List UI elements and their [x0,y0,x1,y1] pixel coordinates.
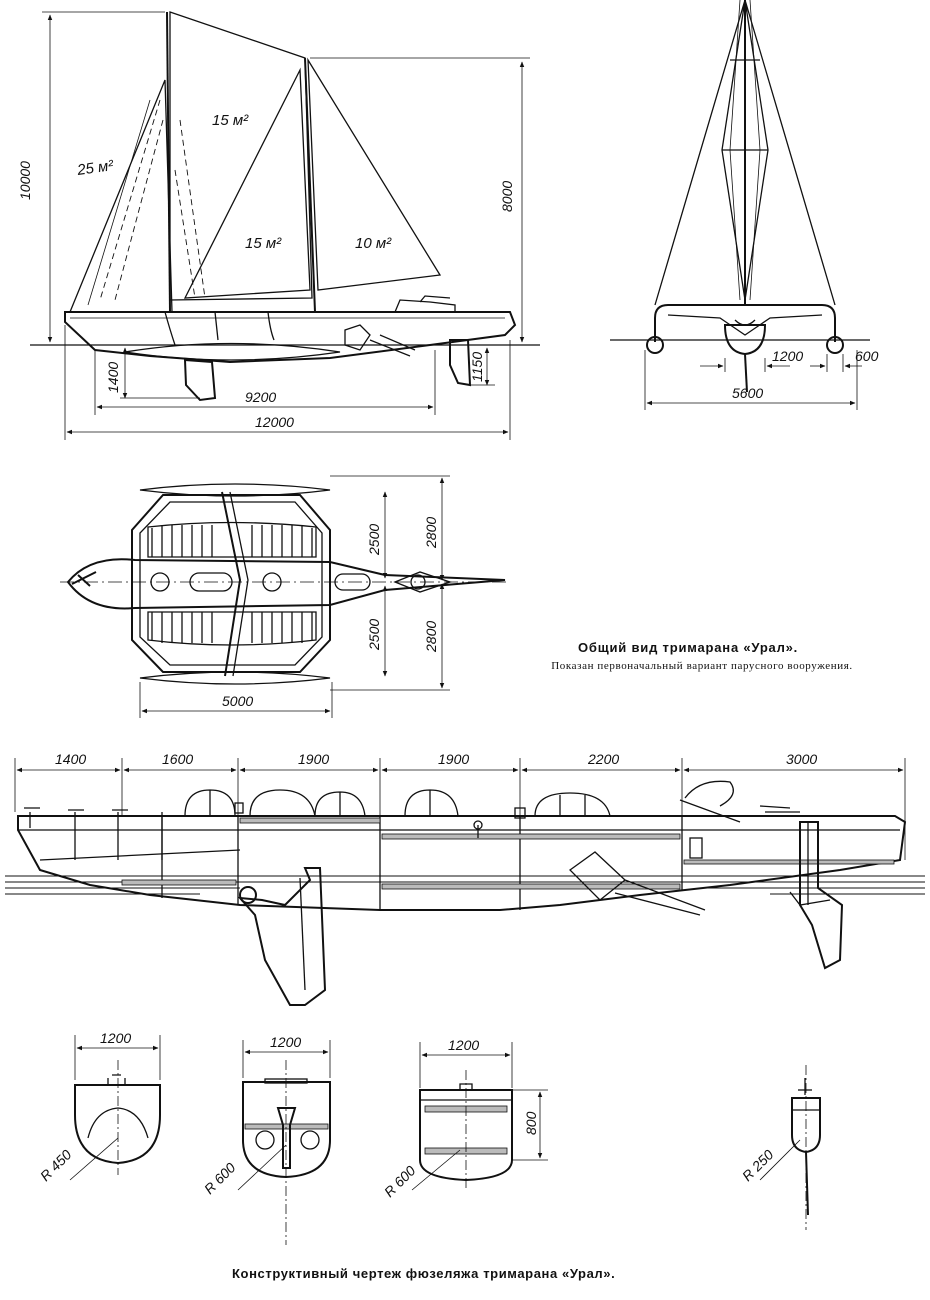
fuselage-drawing-caption: Конструктивный чертеж фюзеляжа тримарана… [232,1266,616,1281]
section-4: R 250 [739,1065,821,1230]
dim-float-length: 5000 [222,693,253,709]
dim-segment-4: 1900 [438,751,469,767]
dim-segment-6: 3000 [786,751,817,767]
section-4-radius: R 250 [739,1146,777,1184]
section-2-radius: R 600 [201,1159,239,1197]
side-view: 15 м² 25 м² 15 м² 10 м² 10000 8000 1400 … [17,11,540,440]
section-2: 1200 R 600 [201,1034,331,1245]
dim-segment-5: 2200 [587,751,619,767]
section-1: 1200 R 450 [37,1030,161,1184]
plan-view: 2500 2500 2800 2800 5000 [60,475,510,718]
fuselage-drawing: 1400 1600 1900 1900 2200 3000 [5,751,925,1006]
dim-float-width: 600 [855,348,879,364]
dim-segment-3: 1900 [298,751,329,767]
general-view-note: Показан первоначальный вариант парусного… [551,660,853,672]
dim-mast-height: 10000 [17,161,33,200]
dim-overall-beam: 5600 [732,385,763,401]
section-2-width: 1200 [270,1034,301,1050]
dim-segment-2: 1600 [162,751,193,767]
sail-area-label-mid: 15 м² [245,235,282,252]
sail-area-label-right: 10 м² [355,235,392,252]
sail-area-label-left: 25 м² [75,157,115,179]
dim-overall-length: 12000 [255,414,294,430]
dim-waterline-length: 9200 [245,389,276,405]
section-1-width: 1200 [100,1030,131,1046]
section-3-radius: R 600 [381,1162,419,1200]
section-3-height: 800 [523,1111,539,1135]
dim-segment-1: 1400 [55,751,86,767]
dim-half-beam-upper-outer: 2800 [423,517,439,549]
general-view-caption: Общий вид тримарана «Урал». [578,640,799,655]
section-1-radius: R 450 [37,1146,75,1184]
sail-area-label-top: 15 м² [212,112,249,129]
front-view: 1200 600 5600 [610,0,879,410]
section-3-width: 1200 [448,1037,479,1053]
dim-draft-rudder: 1150 [469,352,485,382]
dim-main-hull-width: 1200 [772,348,803,364]
dim-second-mast-height: 8000 [499,181,515,212]
dim-half-beam-lower-inner: 2500 [366,619,382,651]
dim-draft-keel: 1400 [105,362,121,393]
dim-half-beam-upper-inner: 2500 [366,524,382,556]
dim-half-beam-lower-outer: 2800 [423,621,439,653]
section-3: 1200 800 R 600 [381,1037,548,1200]
